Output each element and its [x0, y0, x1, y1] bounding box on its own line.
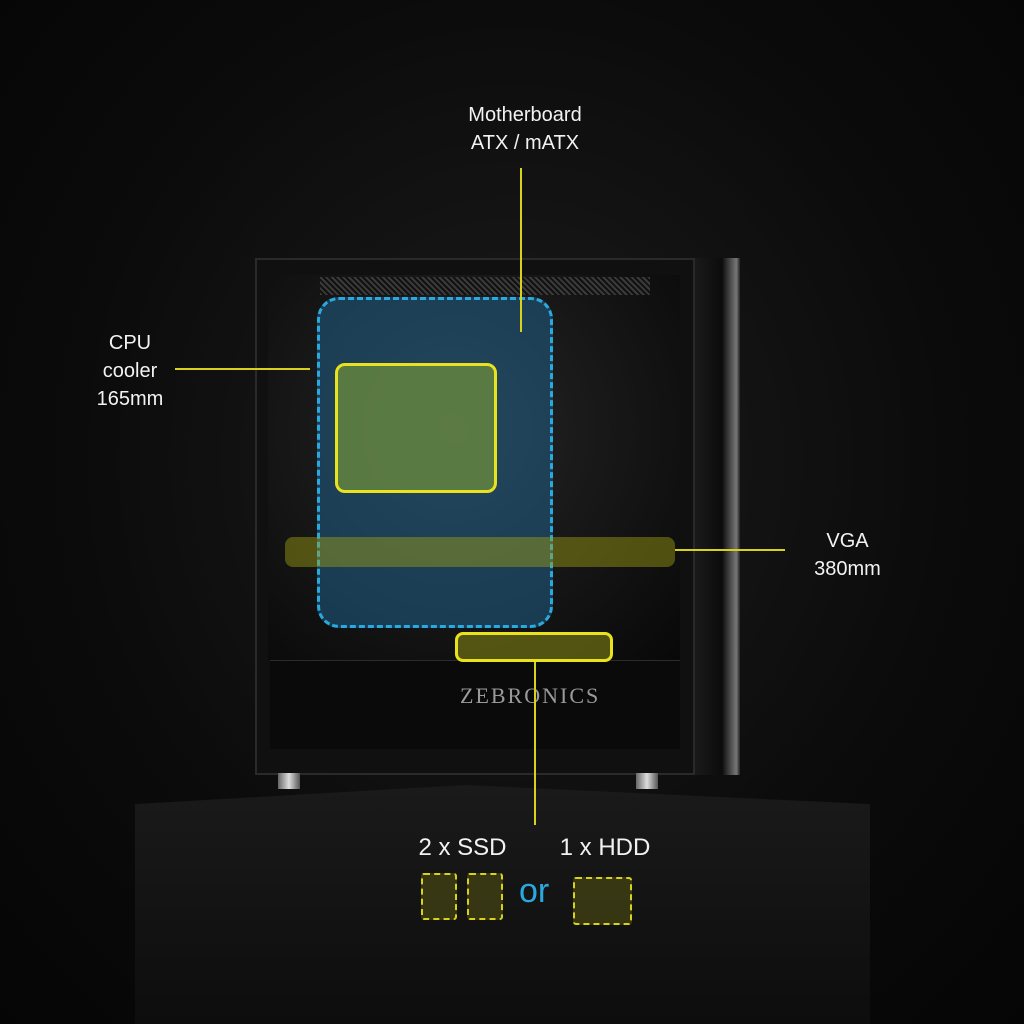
- case-front-panel: [695, 258, 740, 775]
- cpu-label-spec: 165mm: [96, 388, 164, 410]
- vga-title: VGA: [826, 530, 869, 552]
- cpu-leader-line: [175, 368, 310, 370]
- ssd-slot-icon: [467, 873, 503, 920]
- cpu-cooler-label: CPU cooler 165mm: [70, 329, 190, 413]
- case-foot: [278, 773, 300, 789]
- vga-spec: 380mm: [814, 558, 881, 580]
- ssd-label: 2 x SSD: [418, 834, 507, 861]
- vga-leader-line: [675, 549, 785, 551]
- case-foot: [636, 773, 658, 789]
- motherboard-spec: ATX / mATX: [470, 132, 580, 154]
- ssd-slot-icon: [421, 873, 457, 920]
- vga-label: VGA 380mm: [790, 527, 905, 583]
- hdd-label: 1 x HDD: [559, 834, 651, 861]
- cpu-label-line: cooler: [102, 360, 158, 382]
- cpu-label-line: CPU: [108, 332, 152, 354]
- cpu-cooler-area-highlight: [335, 363, 497, 493]
- top-mesh: [320, 277, 650, 295]
- vga-area-highlight: [285, 537, 675, 567]
- motherboard-title: Motherboard: [468, 104, 582, 126]
- hdd-slot-icon: [573, 877, 632, 925]
- storage-tray-highlight: [455, 632, 613, 662]
- motherboard-leader-line: [520, 168, 522, 332]
- brand-logo: ZEBRONICS: [460, 683, 601, 708]
- storage-leader-line: [534, 662, 536, 825]
- or-text: or: [519, 872, 550, 910]
- motherboard-label: Motherboard ATX / mATX: [420, 101, 630, 157]
